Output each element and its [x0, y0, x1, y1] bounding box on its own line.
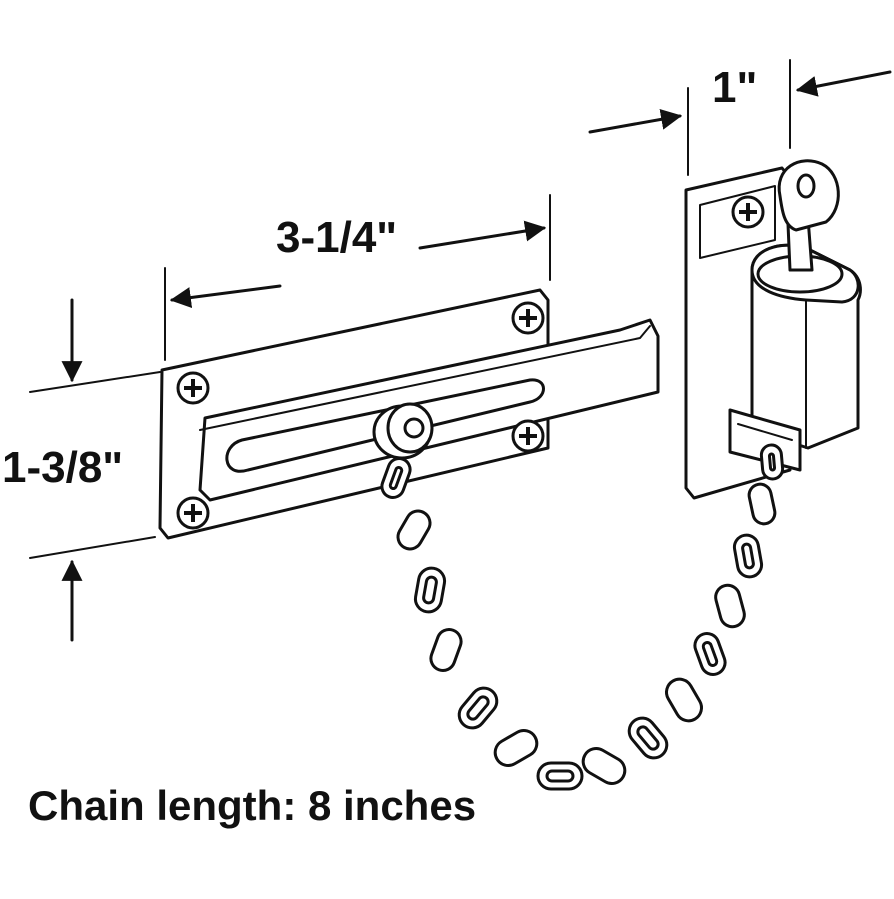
- phillips-screw-icon: [176, 496, 210, 530]
- chain-link: [396, 509, 432, 551]
- chain-link-hole: [388, 465, 404, 491]
- height-dimension: 1-3/8": [2, 298, 161, 642]
- chain-link-hole: [636, 725, 660, 751]
- chain-link-hole: [701, 640, 719, 668]
- chain-link-hole: [545, 769, 575, 783]
- chain-link-hole: [466, 695, 490, 721]
- chain-link-hole: [422, 575, 438, 605]
- length-label: 3-1/4": [276, 213, 397, 262]
- chain-link: [714, 583, 746, 629]
- keyed-lock-body: [684, 159, 862, 500]
- chain: [380, 443, 785, 791]
- phillips-screw-icon: [511, 301, 545, 335]
- length-dimension: 3-1/4": [164, 194, 551, 361]
- width-dimension: 1": [588, 59, 892, 176]
- chain-link: [429, 628, 463, 672]
- width-label: 1": [712, 63, 757, 112]
- chain-length-caption: Chain length: 8 inches: [28, 782, 476, 829]
- phillips-screw-icon: [176, 371, 210, 405]
- chain-link: [665, 677, 703, 723]
- phillips-screw-icon: [731, 195, 765, 229]
- chain-link-hole: [767, 452, 777, 472]
- chain-link-hole: [741, 542, 755, 570]
- slide-plate: [158, 288, 660, 540]
- chain-link: [581, 747, 627, 785]
- chain-link: [493, 729, 539, 767]
- key-icon: [777, 159, 840, 272]
- phillips-screw-icon: [511, 419, 545, 453]
- chain-link: [747, 482, 777, 526]
- height-label: 1-3/8": [2, 443, 123, 492]
